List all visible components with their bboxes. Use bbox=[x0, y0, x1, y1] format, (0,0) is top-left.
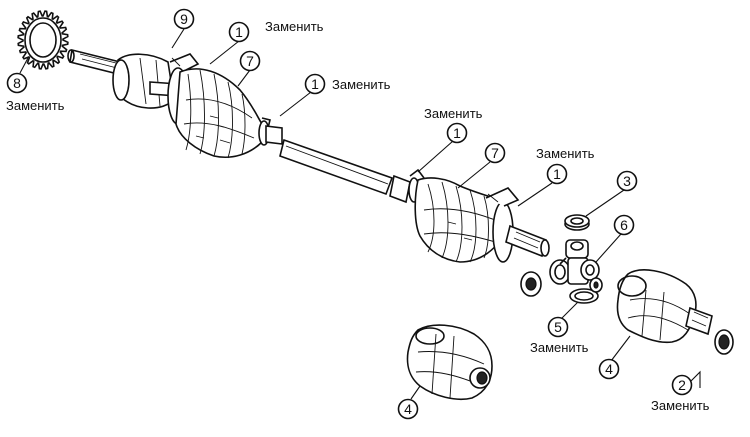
callout-1-inner-small: 1 Заменить bbox=[424, 106, 483, 144]
replace-note: Заменить bbox=[651, 398, 710, 413]
part-roller-cap-left bbox=[520, 271, 542, 297]
svg-text:1: 1 bbox=[553, 166, 561, 182]
callout-4-right: 4 bbox=[598, 358, 620, 380]
svg-text:2: 2 bbox=[678, 377, 686, 393]
replace-note: Заменить bbox=[265, 19, 324, 34]
svg-text:1: 1 bbox=[235, 24, 243, 40]
part-inner-spline-shaft bbox=[505, 224, 550, 258]
callout-1-top: 1 Заменить bbox=[228, 19, 324, 43]
part-clamp-inner-large bbox=[485, 187, 520, 263]
svg-text:7: 7 bbox=[246, 53, 254, 69]
replace-note: Заменить bbox=[332, 77, 391, 92]
callout-8: 8 Заменить bbox=[6, 72, 65, 113]
svg-text:8: 8 bbox=[13, 75, 21, 91]
part-spacer-washer bbox=[564, 214, 590, 231]
part-oil-seal bbox=[714, 329, 734, 355]
part-outer-boot bbox=[175, 68, 263, 159]
callout-7-right: 7 bbox=[484, 142, 506, 164]
part-tripod-joint bbox=[549, 239, 600, 285]
callout-9: 9 bbox=[173, 8, 195, 30]
callout-1-inner-large: 1 Заменить bbox=[536, 146, 595, 185]
svg-text:3: 3 bbox=[623, 173, 631, 189]
callout-1-mid: 1 Заменить bbox=[304, 73, 391, 95]
replace-note: Заменить bbox=[530, 340, 589, 355]
replace-note: Заменить bbox=[536, 146, 595, 161]
callout-3: 3 bbox=[616, 170, 638, 192]
callout-2: 2 Заменить bbox=[651, 374, 710, 413]
svg-text:1: 1 bbox=[453, 125, 461, 141]
callout-7-left: 7 bbox=[239, 50, 261, 72]
callout-5: 5 Заменить bbox=[530, 316, 589, 355]
callout-4-lower: 4 bbox=[397, 398, 419, 420]
part-sensor-ring bbox=[17, 10, 69, 70]
svg-text:4: 4 bbox=[404, 401, 412, 417]
part-outer-spline-shaft bbox=[67, 49, 121, 75]
svg-text:6: 6 bbox=[620, 217, 628, 233]
svg-text:4: 4 bbox=[605, 361, 613, 377]
svg-text:9: 9 bbox=[180, 11, 188, 27]
part-inner-housing-right bbox=[616, 269, 713, 344]
part-drive-shaft bbox=[265, 125, 411, 204]
svg-text:1: 1 bbox=[311, 76, 319, 92]
leader-lines bbox=[19, 28, 701, 400]
part-inner-housing-lower bbox=[406, 324, 493, 401]
replace-note: Заменить bbox=[6, 98, 65, 113]
part-snap-ring bbox=[569, 288, 599, 304]
svg-text:7: 7 bbox=[491, 145, 499, 161]
svg-text:5: 5 bbox=[554, 319, 562, 335]
part-small-ring bbox=[589, 277, 603, 293]
callout-6: 6 bbox=[613, 214, 635, 236]
replace-note: Заменить bbox=[424, 106, 483, 121]
